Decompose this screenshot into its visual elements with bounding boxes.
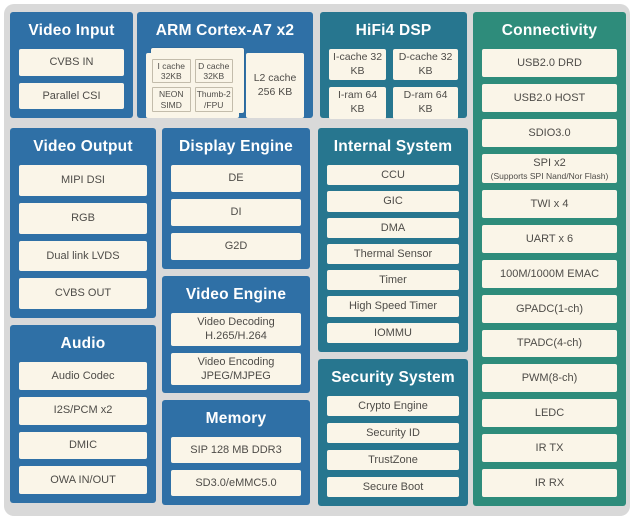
block-dsp-dram: D-ram 64 KB <box>393 87 458 119</box>
block-twi-x4: TWI x 4 <box>482 190 617 218</box>
block-emac: 100M/1000M EMAC <box>482 259 617 288</box>
block-g2d: G2D <box>171 233 301 260</box>
block-di: DI <box>171 199 301 226</box>
block-gic: GIC <box>327 191 459 212</box>
panel-connectivity: Connectivity USB2.0 DRD USB2.0 HOST SDIO… <box>473 12 626 506</box>
block-tpadc: TPADC(4-ch) <box>482 329 617 358</box>
block-dsp-iram: I-ram 64 KB <box>329 87 387 119</box>
block-ledc: LEDC <box>482 399 617 428</box>
block-label: SPI x2 <box>533 156 566 169</box>
block-sd-emmc: SD3.0/eMMC5.0 <box>171 470 301 496</box>
block-dmic: DMIC <box>19 431 147 460</box>
block-i2s-pcm: I2S/PCM x2 <box>19 396 147 425</box>
panel-hifi4-dsp: HiFi4 DSP I-cache 32 KB D-cache 32 KB I-… <box>320 12 467 119</box>
block-neon-simd: NEON SIMD <box>152 87 191 112</box>
block-cvbs-in: CVBS IN <box>19 49 124 76</box>
panel-title: Display Engine <box>179 138 293 155</box>
block-secure-boot: Secure Boot <box>327 477 459 497</box>
block-spi-x2: SPI x2 (Supports SPI Nand/Nor Flash) <box>482 153 617 184</box>
block-video-decoding: Video Decoding H.265/H.264 <box>171 313 301 346</box>
panel-title: Memory <box>205 410 267 427</box>
panel-memory: Memory SIP 128 MB DDR3 SD3.0/eMMC5.0 <box>162 400 310 505</box>
block-usb2-host: USB2.0 HOST <box>482 83 617 112</box>
block-pwm: PWM(8-ch) <box>482 364 617 393</box>
block-thumb2-fpu: Thumb-2 /FPU <box>194 87 233 112</box>
panel-video-input: Video Input CVBS IN Parallel CSI <box>10 12 133 118</box>
panel-audio: Audio Audio Codec I2S/PCM x2 DMIC OWA IN… <box>10 325 156 503</box>
panel-title: Video Output <box>33 138 133 155</box>
cpu-core-stack: I cache 32KB D cache 32KB NEON SIMD Thum… <box>146 48 244 118</box>
block-l2-cache: L2 cache 256 KB <box>246 53 304 118</box>
block-timer: Timer <box>327 270 459 291</box>
block-uart-x6: UART x 6 <box>482 224 617 253</box>
block-dsp-dcache: D-cache 32 KB <box>393 49 458 81</box>
block-sdio3: SDIO3.0 <box>482 118 617 147</box>
panel-video-output: Video Output MIPI DSI RGB Dual link LVDS… <box>10 128 156 318</box>
block-rgb: RGB <box>19 202 147 234</box>
panel-title: HiFi4 DSP <box>355 22 432 39</box>
block-iommu: IOMMU <box>327 322 459 343</box>
block-icache: I cache 32KB <box>152 59 191 84</box>
block-trustzone: TrustZone <box>327 450 459 470</box>
block-thermal-sensor: Thermal Sensor <box>327 243 459 265</box>
block-dual-link-lvds: Dual link LVDS <box>19 240 147 272</box>
block-parallel-csi: Parallel CSI <box>19 82 124 109</box>
block-audio-codec: Audio Codec <box>19 362 147 390</box>
panel-title: ARM Cortex-A7 x2 <box>155 22 295 39</box>
block-high-speed-timer: High Speed Timer <box>327 296 459 317</box>
block-dma: DMA <box>327 217 459 238</box>
panel-title: Internal System <box>333 138 453 155</box>
panel-title: Video Engine <box>185 286 287 303</box>
panel-display-engine: Display Engine DE DI G2D <box>162 128 310 269</box>
block-crypto-engine: Crypto Engine <box>327 396 459 416</box>
block-dcache: D cache 32KB <box>194 59 233 84</box>
block-de: DE <box>171 165 301 192</box>
block-owa: OWA IN/OUT <box>19 466 147 494</box>
panel-video-engine: Video Engine Video Decoding H.265/H.264 … <box>162 276 310 393</box>
block-ccu: CCU <box>327 165 459 186</box>
panel-title: Video Input <box>28 22 115 39</box>
block-sip-ddr3: SIP 128 MB DDR3 <box>171 437 301 463</box>
block-video-encoding: Video Encoding JPEG/MJPEG <box>171 352 301 386</box>
block-security-id: Security ID <box>327 423 459 443</box>
block-ir-rx: IR RX <box>482 469 617 497</box>
block-gpadc: GPADC(1-ch) <box>482 294 617 323</box>
panel-title: Connectivity <box>501 22 598 39</box>
block-cvbs-out: CVBS OUT <box>19 278 147 309</box>
panel-title: Security System <box>331 369 455 386</box>
block-ir-tx: IR TX <box>482 434 617 463</box>
block-sublabel: (Supports SPI Nand/Nor Flash) <box>490 170 609 181</box>
panel-security-system: Security System Crypto Engine Security I… <box>318 359 468 506</box>
block-dsp-icache: I-cache 32 KB <box>329 49 387 81</box>
block-usb2-drd: USB2.0 DRD <box>482 49 617 77</box>
panel-internal-system: Internal System CCU GIC DMA Thermal Sens… <box>318 128 468 352</box>
panel-arm-cortex: ARM Cortex-A7 x2 I cache 32KB D cache 32… <box>137 12 313 118</box>
panel-title: Audio <box>60 335 106 352</box>
block-mipi-dsi: MIPI DSI <box>19 165 147 196</box>
